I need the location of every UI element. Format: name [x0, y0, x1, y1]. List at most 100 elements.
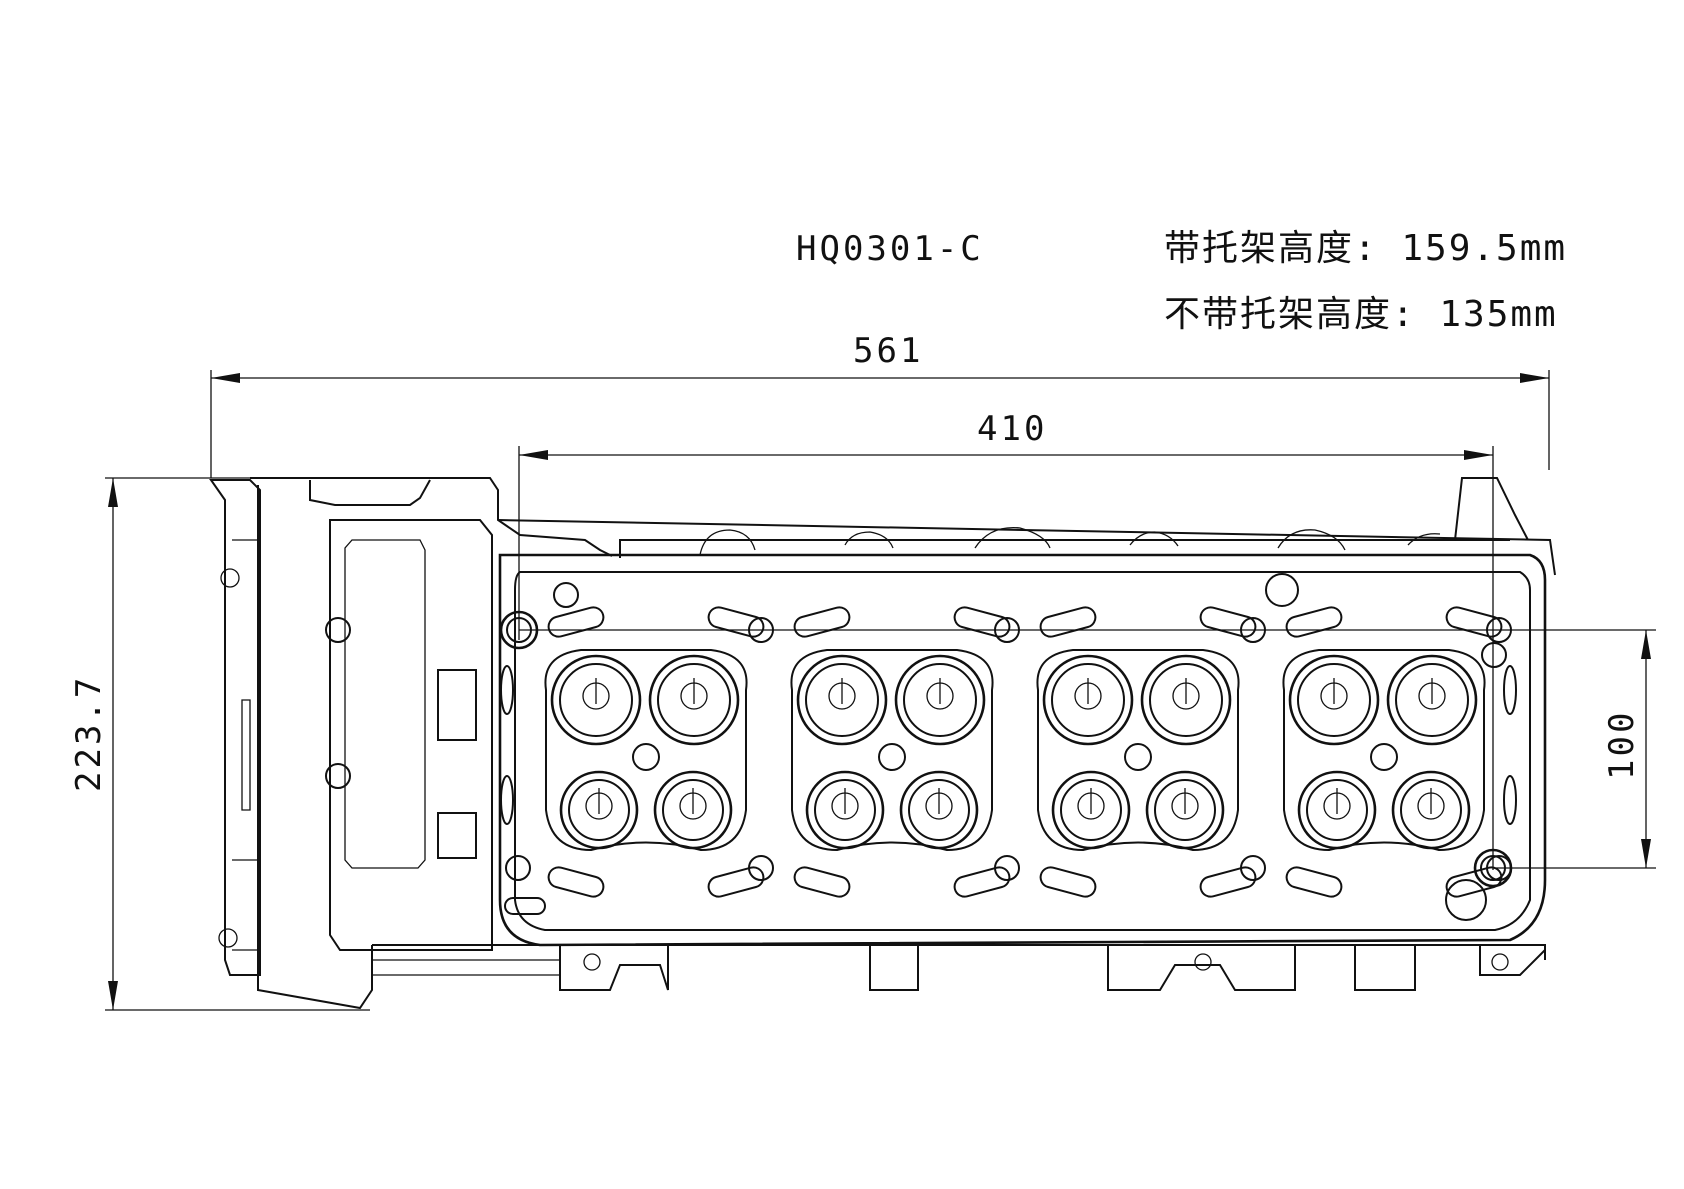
- valve: [1145, 770, 1225, 850]
- water-slot-top: [1285, 606, 1343, 638]
- valve: [805, 770, 885, 850]
- bottom-boss-2: [1194, 953, 1212, 971]
- spark-plug-hole: [878, 743, 906, 771]
- valve-face: [1400, 779, 1462, 841]
- valve-face: [903, 663, 977, 737]
- water-hole-top: [1486, 617, 1512, 643]
- valve-seat: [1391, 770, 1471, 850]
- slot-right-upper: [1503, 665, 1517, 715]
- valve: [899, 770, 979, 850]
- valve: [894, 654, 986, 746]
- valve: [1140, 654, 1232, 746]
- valve-face: [568, 779, 630, 841]
- valve-face: [1297, 663, 1371, 737]
- water-slot-bottom: [793, 866, 851, 898]
- head-bolt-left: [499, 610, 539, 650]
- water-hole-bottom: [1240, 855, 1266, 881]
- water-slot-top: [707, 606, 765, 638]
- valve: [1051, 770, 1131, 850]
- dimension-bolt-pitch-label: 100: [1602, 710, 1642, 780]
- combustion-chamber: [1282, 649, 1486, 852]
- spec-height-without-bracket: 不带托架高度: 135mm: [1164, 294, 1558, 335]
- valve: [550, 654, 642, 746]
- dimension-bolt-pitch: 100: [519, 629, 1656, 869]
- dimension-bolt-span-label: 410: [977, 409, 1047, 449]
- combustion-chamber: [544, 649, 748, 852]
- valve: [648, 654, 740, 746]
- valve-seat: [1288, 654, 1380, 746]
- valve-seat: [559, 770, 639, 850]
- valve-face: [1306, 779, 1368, 841]
- water-slot-bottom: [1039, 866, 1097, 898]
- valve-seat: [894, 654, 986, 746]
- spark-plug-hole: [1370, 743, 1398, 771]
- dimension-overall-height: 223.7: [69, 477, 370, 1011]
- valve: [1042, 654, 1134, 746]
- combustion-chamber: [1036, 649, 1240, 852]
- valve-seat: [1297, 770, 1377, 850]
- valve-seat: [550, 654, 642, 746]
- valve: [559, 770, 639, 850]
- left-lug-lower: [218, 928, 238, 948]
- combustion-chamber: [790, 649, 994, 852]
- cylinder-head-outline: [209, 477, 1556, 1010]
- valve-face: [1051, 663, 1125, 737]
- part-number-label: HQ0301-C: [796, 229, 984, 269]
- spec-height-with-bracket: 带托架高度: 159.5mm: [1164, 228, 1567, 269]
- slot-right-lower: [1503, 775, 1517, 825]
- water-holes-cylinder-4: [1285, 606, 1512, 898]
- coolant-hole-top-mid: [1265, 573, 1299, 607]
- slot-left-lower: [500, 775, 514, 825]
- cylinder-groups: [544, 649, 1486, 852]
- coolant-hole-right: [1481, 642, 1507, 668]
- valve-face: [559, 663, 633, 737]
- water-slot-top: [1199, 606, 1257, 638]
- valve: [1297, 770, 1377, 850]
- left-housing-hole-lower: [325, 763, 351, 789]
- water-hole-bottom: [748, 855, 774, 881]
- water-slot-top: [1445, 606, 1503, 638]
- valve-seat: [648, 654, 740, 746]
- head-bolt-left-inner: [506, 617, 532, 643]
- valve-face: [1154, 779, 1216, 841]
- small-slot-left: [504, 897, 546, 915]
- valve-seat: [653, 770, 733, 850]
- water-holes-cylinder-2: [793, 606, 1020, 898]
- water-hole-top: [994, 617, 1020, 643]
- dimension-overall-length: 561: [210, 331, 1550, 478]
- dimension-bolt-span: 410: [518, 409, 1494, 870]
- slot-left-upper: [500, 665, 514, 715]
- valve-face: [662, 779, 724, 841]
- valve-face: [805, 663, 879, 737]
- coolant-hole-top-left: [553, 582, 579, 608]
- cylinder-3: [1036, 649, 1240, 852]
- water-slot-top: [547, 606, 605, 638]
- water-slot-top: [793, 606, 851, 638]
- valve: [1386, 654, 1478, 746]
- bottom-boss-1: [583, 953, 601, 971]
- valve-face: [908, 779, 970, 841]
- dimension-overall-length-label: 561: [853, 331, 923, 371]
- valve: [1391, 770, 1471, 850]
- valve-seat: [1145, 770, 1225, 850]
- cylinder-1: [544, 649, 748, 852]
- valve-seat: [1140, 654, 1232, 746]
- valve-face: [657, 663, 731, 737]
- valve-seat: [805, 770, 885, 850]
- valve-face: [1149, 663, 1223, 737]
- water-slot-top: [1039, 606, 1097, 638]
- water-slot-bottom: [953, 866, 1011, 898]
- valve-seat: [1042, 654, 1134, 746]
- valve-seat: [1386, 654, 1478, 746]
- water-hole-bottom: [1486, 855, 1512, 881]
- water-slot-bottom: [1445, 866, 1503, 898]
- water-holes-cylinder-3: [1039, 606, 1266, 898]
- left-housing-hole-upper: [325, 617, 351, 643]
- valve-seat: [796, 654, 888, 746]
- dimension-overall-height-label: 223.7: [69, 675, 109, 792]
- left-port-rect-upper: [437, 669, 477, 741]
- water-slot-bottom: [1285, 866, 1343, 898]
- left-lug-upper: [220, 568, 240, 588]
- left-port-rect-lower: [437, 812, 477, 859]
